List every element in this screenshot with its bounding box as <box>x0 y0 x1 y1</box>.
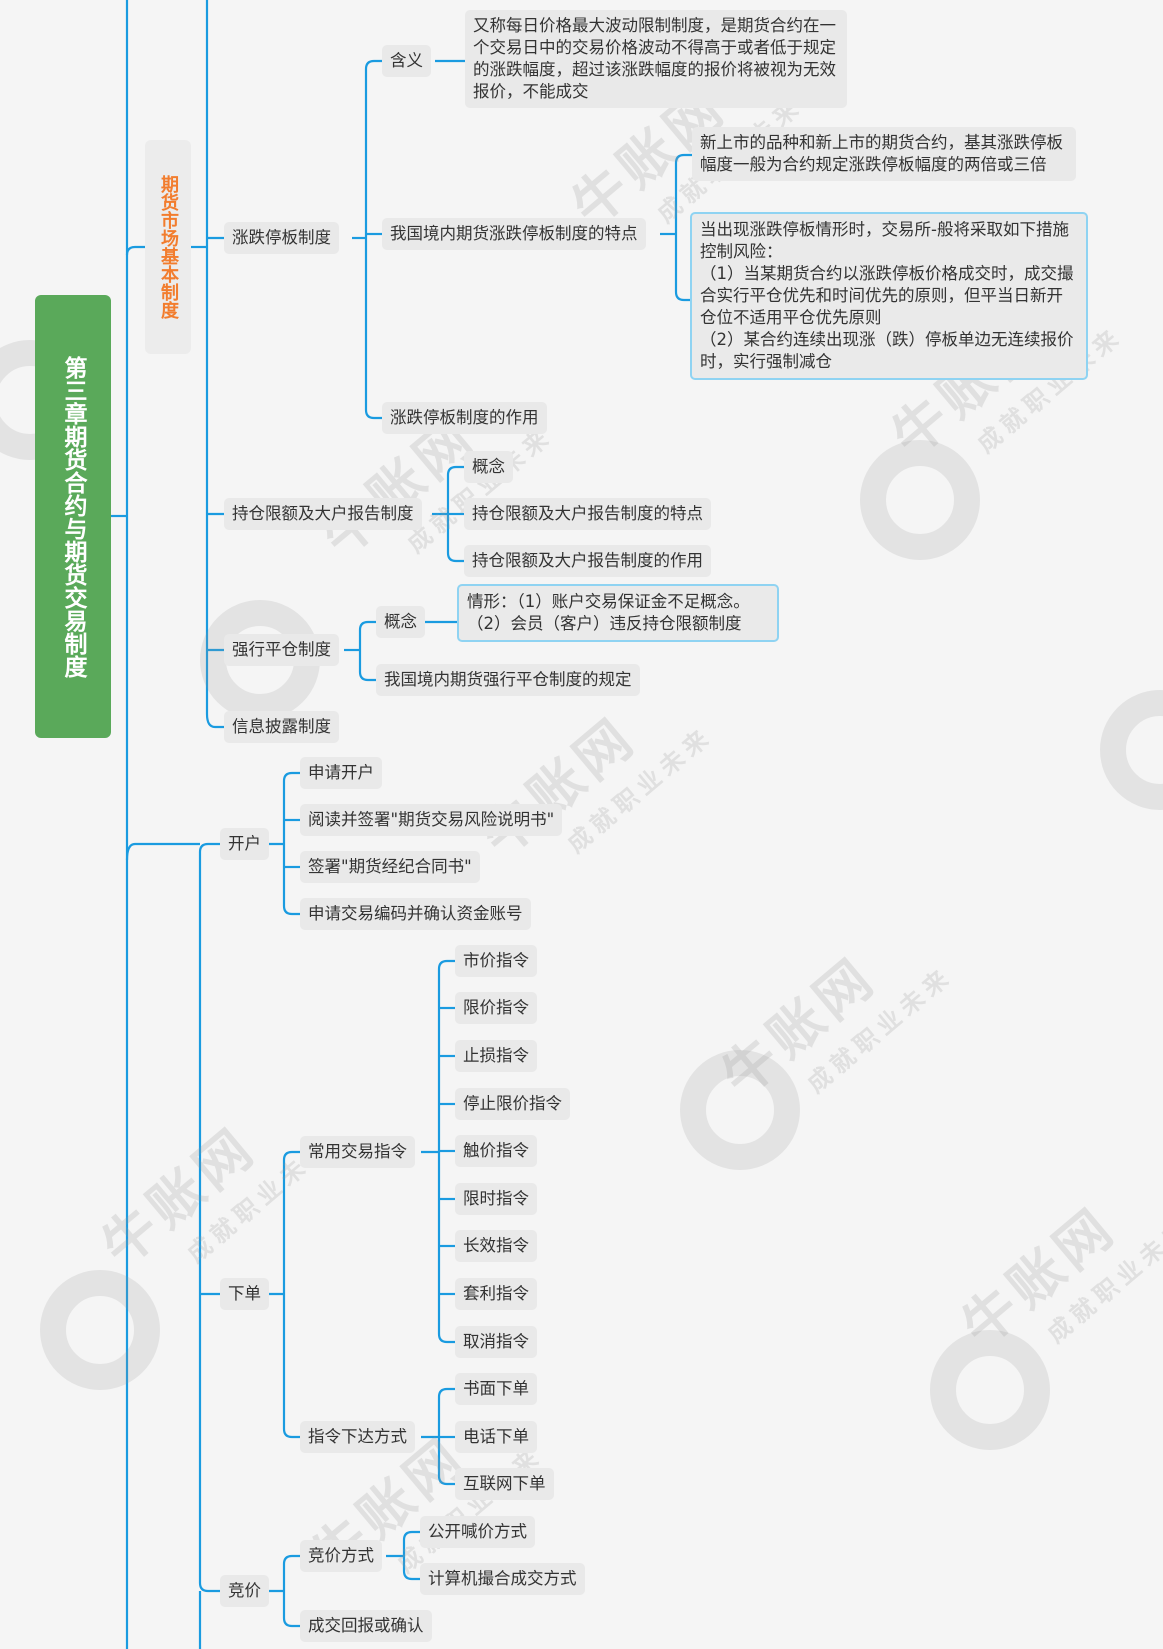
node-cyzl[interactable]: 常用交易指令 <box>300 1136 415 1168</box>
node-ccxe-gn[interactable]: 概念 <box>464 451 513 483</box>
trading-bracket <box>198 1582 220 1593</box>
qxpc-bracket <box>358 671 376 682</box>
node-jjfs[interactable]: 竞价方式 <box>300 1540 382 1572</box>
node-jingjia[interactable]: 竞价 <box>220 1575 269 1607</box>
node-xdfs[interactable]: 指令下达方式 <box>300 1421 415 1453</box>
fs-bracket <box>437 1475 455 1486</box>
fs-bracket <box>437 1387 455 1398</box>
node-ccxe[interactable]: 持仓限额及大户报告制度 <box>224 498 422 530</box>
node-zl6[interactable]: 限时指令 <box>455 1183 537 1215</box>
node-xxpl[interactable]: 信息披露制度 <box>224 711 339 743</box>
node-xiadan[interactable]: 下单 <box>220 1278 269 1310</box>
node-zdtb[interactable]: 涨跌停板制度 <box>224 222 339 254</box>
jingjia-bracket <box>282 1554 300 1565</box>
kaihu-bracket <box>282 771 300 782</box>
tedian-bracket <box>674 291 692 302</box>
node-qxpc[interactable]: 强行平仓制度 <box>224 634 339 666</box>
branch-stem <box>125 245 145 256</box>
jjfs-bracket <box>402 1570 420 1581</box>
node-qxpc-gn[interactable]: 概念 <box>376 606 425 638</box>
node-zl2[interactable]: 限价指令 <box>455 992 537 1024</box>
node-zl8[interactable]: 套利指令 <box>455 1278 537 1310</box>
jjfs-bracket <box>402 1530 420 1541</box>
node-jj2[interactable]: 计算机撮合成交方式 <box>420 1563 585 1595</box>
jingjia-bracket <box>282 1617 300 1628</box>
node-tedian-1[interactable]: 新上市的品种和新上市的期货合约，基其涨跌停板幅度一般为合约规定涨跌停板幅度的两倍… <box>692 127 1076 181</box>
node-zuoyong[interactable]: 涨跌停板制度的作用 <box>382 402 547 434</box>
node-zl3[interactable]: 止损指令 <box>455 1040 537 1072</box>
zl-bracket <box>437 1333 455 1344</box>
trading-bracket <box>198 842 220 853</box>
node-qxpc-gd[interactable]: 我国境内期货强行平仓制度的规定 <box>376 664 640 696</box>
node-zl9[interactable]: 取消指令 <box>455 1326 537 1358</box>
node-kh4[interactable]: 申请交易编码并确认资金账号 <box>300 898 531 930</box>
node-cjhb[interactable]: 成交回报或确认 <box>300 1610 432 1642</box>
node-zl1[interactable]: 市价指令 <box>455 945 537 977</box>
node-fs1[interactable]: 书面下单 <box>455 1373 537 1405</box>
node-hanyi[interactable]: 含义 <box>382 45 431 77</box>
node-kh2[interactable]: 阅读并签署"期货交易风险说明书" <box>300 804 563 836</box>
node-ccxe-td[interactable]: 持仓限额及大户报告制度的特点 <box>464 498 711 530</box>
branch-node[interactable]: 期货市场基本制度 <box>145 140 191 354</box>
tedian-bracket <box>674 153 692 164</box>
node-ccxe-zy[interactable]: 持仓限额及大户报告制度的作用 <box>464 545 711 577</box>
node-zl4[interactable]: 停止限价指令 <box>455 1088 570 1120</box>
ccxe-bracket <box>446 465 464 476</box>
node-jj1[interactable]: 公开喊价方式 <box>420 1516 535 1548</box>
node-zl7[interactable]: 长效指令 <box>455 1230 537 1262</box>
qxpc-bracket <box>358 620 376 631</box>
node-fs3[interactable]: 互联网下单 <box>455 1468 554 1500</box>
connector <box>125 842 200 861</box>
node-kaihu[interactable]: 开户 <box>220 828 269 860</box>
branch-label: 期货市场基本制度 <box>158 175 179 319</box>
zdtb-bracket <box>364 409 382 420</box>
node-tedian[interactable]: 我国境内期货涨跌停板制度的特点 <box>382 218 646 250</box>
xiadan-bracket <box>282 1150 300 1161</box>
kaihu-bracket <box>282 905 300 916</box>
zdtb-bracket <box>364 59 382 70</box>
root-node[interactable]: 第三章期货合约与期货交易制度 <box>35 295 111 738</box>
node-qxpc-gn-text[interactable]: 情形：（1）账户交易保证金不足概念。 （2）会员（客户）违反持仓限额制度 <box>457 584 779 642</box>
node-kh3[interactable]: 签署"期货经纪合同书" <box>300 851 480 883</box>
node-kh1[interactable]: 申请开户 <box>300 757 382 789</box>
root-label: 第三章期货合约与期货交易制度 <box>60 355 86 678</box>
xiadan-bracket <box>282 1428 300 1439</box>
node-tedian-2[interactable]: 当出现涨跌停板情形时，交易所-般将采取如下措施控制风险： （1）当某期货合约以涨… <box>690 212 1088 380</box>
ccxe-bracket <box>446 552 464 563</box>
connector <box>205 713 224 729</box>
node-fs2[interactable]: 电话下单 <box>455 1421 537 1453</box>
node-zl5[interactable]: 触价指令 <box>455 1135 537 1167</box>
zl-bracket <box>437 959 455 970</box>
node-hanyi-text[interactable]: 又称每日价格最大波动限制制度，是期货合约在一个交易日中的交易价格波动不得高于或者… <box>465 10 847 108</box>
